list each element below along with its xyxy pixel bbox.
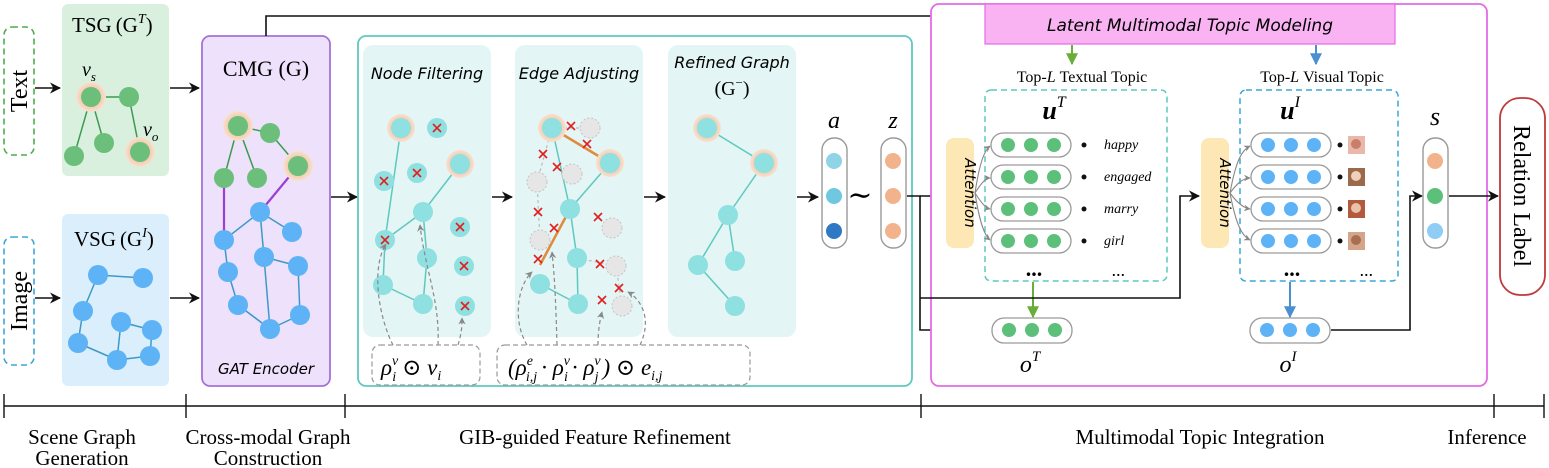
latent-topic-title: Latent Multimodal Topic Modeling [1047, 16, 1333, 36]
refined-graph-title: Refined Graph [674, 53, 790, 72]
vsg-node [140, 346, 160, 366]
vsg-panel: VSG(GI) [62, 214, 169, 386]
refined-node [718, 205, 738, 225]
stage-label: Construction [214, 446, 323, 468]
gib-frame: Node Filtering [357, 35, 913, 387]
refined-node [754, 153, 774, 173]
cmg-node [288, 256, 308, 276]
refined-node [725, 296, 745, 316]
topic-word: marry [1104, 202, 1139, 217]
tsg-node [94, 133, 114, 153]
vsg-node [88, 265, 108, 285]
vector-a-label: a [828, 108, 840, 134]
relation-label-text: Relation Label [1508, 125, 1534, 267]
vsg-node [133, 268, 153, 288]
cmg-panel: CMG (G) GAT Encoder [201, 35, 331, 387]
stage-label: Multimodal Topic Integration [1076, 425, 1325, 449]
cmg-node [290, 305, 310, 325]
vsg-label: VSG [74, 227, 116, 251]
svg-text:(G−): (G−) [714, 75, 749, 100]
vsg-node [142, 320, 162, 340]
tsg-node [119, 87, 139, 107]
face-thumbnail [1348, 136, 1365, 250]
vsg-node [73, 301, 93, 321]
tsg-panel: TSG(GT) vs vo [62, 4, 169, 176]
relation-label-box: Relation Label [1499, 97, 1546, 296]
visual-attention-block [1201, 138, 1229, 248]
uI-label: uI [1280, 94, 1300, 125]
removed-edge-cross [533, 121, 624, 305]
cmg-node [214, 168, 234, 188]
svg-text:VSG(GI): VSG(GI) [74, 226, 154, 251]
svg-text:TSG(GT): TSG(GT) [72, 12, 153, 37]
stage-timeline [3, 394, 1545, 418]
gat-encoder-label: GAT Encoder [218, 360, 315, 378]
cmg-node [214, 230, 234, 250]
oT-label: oT [1020, 349, 1042, 378]
cmg-label: CMG (G) [223, 56, 309, 81]
ellipsis: ... [1360, 260, 1374, 280]
refined-node [725, 251, 745, 271]
stage-label: Inference [1447, 425, 1526, 449]
vs-label: v [82, 59, 91, 81]
vo-label: v [143, 119, 152, 141]
topic-word: girl [1104, 234, 1124, 249]
refined-node [688, 255, 708, 275]
edge-adjusting-title: Edge Adjusting [519, 64, 639, 83]
tsg-node [130, 142, 150, 162]
refined-node [697, 118, 717, 138]
cmg-node [250, 202, 270, 222]
stage-label: Generation [35, 446, 129, 468]
vector-z-label: z [887, 108, 898, 134]
ellipsis: ... [1284, 256, 1301, 281]
tsg-node [81, 87, 101, 107]
cmg-node [260, 123, 280, 143]
image-input-label: Image [7, 271, 33, 331]
visual-attention-label: Attention [1216, 157, 1234, 228]
cmg-node [260, 319, 280, 339]
textual-attention-label: Attention [961, 157, 979, 228]
cmg-node [247, 168, 267, 188]
cmg-node [228, 295, 248, 315]
text-input-label: Text [7, 70, 33, 113]
cmg-node [228, 116, 248, 136]
topic-word: happy [1104, 138, 1139, 153]
svg-text:vo: vo [143, 119, 159, 144]
tilde-symbol: ∼ [847, 179, 872, 212]
cmg-node [288, 156, 308, 176]
stage-label: GIB-guided Feature Refinement [459, 425, 731, 449]
svg-text:vs: vs [82, 59, 96, 84]
ellipsis: ... [1026, 256, 1043, 281]
textual-topic-rows: happy engaged marry girl ... ... [990, 132, 1152, 281]
tsg-label: TSG [72, 13, 112, 37]
textual-attention-block [946, 138, 974, 248]
cmg-node [282, 222, 302, 242]
cmg-node [218, 262, 238, 282]
oI-label: oI [1280, 349, 1298, 378]
visual-topic-rows: ... ... [1250, 132, 1374, 281]
s-label: s [1430, 102, 1440, 131]
stage-label: Scene Graph [28, 425, 136, 449]
tsg-node [64, 146, 84, 166]
stage-label: Cross-modal Graph [185, 425, 351, 449]
uT-label: uT [1042, 94, 1066, 125]
filtered-node-cross [379, 123, 470, 311]
image-input-box: Image [3, 236, 35, 366]
vsg-node [68, 333, 88, 353]
text-input-box: Text [3, 26, 35, 156]
latent-topic-banner [984, 3, 1396, 45]
vsg-node [107, 350, 127, 370]
ellipsis: ... [1112, 260, 1126, 280]
topic-word: engaged [1104, 170, 1152, 185]
cmg-node [254, 247, 274, 267]
vsg-node [111, 312, 131, 332]
node-filtering-title: Node Filtering [371, 64, 483, 83]
